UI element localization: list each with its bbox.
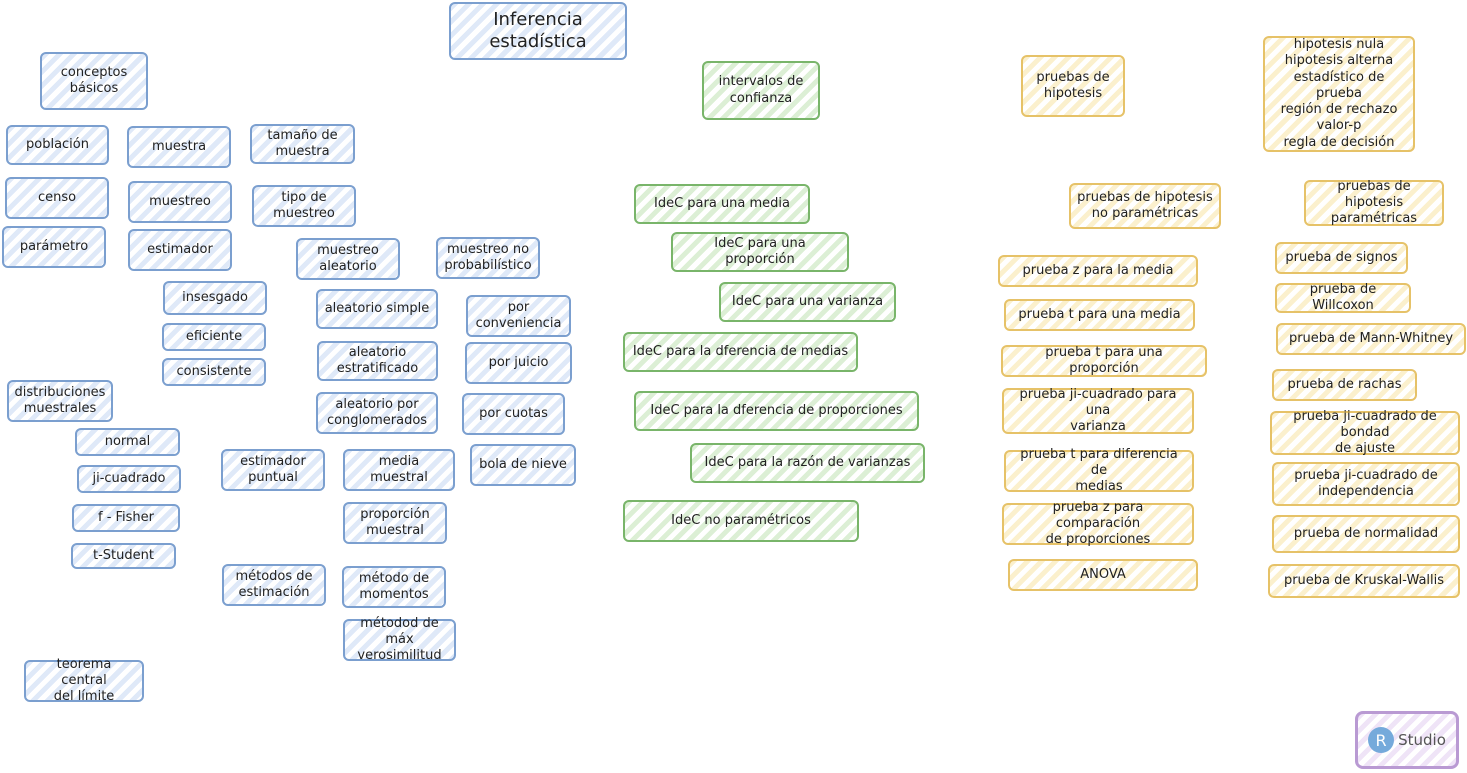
node-idec-varianza[interactable]: IdeC para una varianza <box>719 282 896 322</box>
node-prueba-kruskal-wallis[interactable]: prueba de Kruskal-Wallis <box>1268 564 1460 598</box>
node-metodo-momentos[interactable]: método de momentos <box>342 566 446 608</box>
node-prueba-ji-independencia[interactable]: prueba ji-cuadrado de independencia <box>1272 462 1460 506</box>
node-idec-diferencia-medias[interactable]: IdeC para la dferencia de medias <box>623 332 858 372</box>
page-title: Inferencia estadística <box>449 2 627 60</box>
node-tipo-muestreo[interactable]: tipo de muestreo <box>252 185 356 227</box>
node-intervalos-confianza[interactable]: intervalos de confianza <box>702 61 820 120</box>
node-prueba-t-media[interactable]: prueba t para una media <box>1004 299 1195 331</box>
node-idec-no-parametricos[interactable]: IdeC no paramétricos <box>623 500 859 542</box>
node-distribuciones-muestrales[interactable]: distribuciones muestrales <box>7 380 113 422</box>
node-prueba-ji-varianza[interactable]: prueba ji-cuadrado para una varianza <box>1002 387 1194 434</box>
node-eficiente[interactable]: eficiente <box>162 323 266 351</box>
node-insesgado[interactable]: insesgado <box>163 281 267 315</box>
node-tamano-muestra[interactable]: tamaño de muestra <box>250 124 355 164</box>
rstudio-logo: R Studio <box>1355 711 1459 769</box>
node-prueba-normalidad[interactable]: prueba de normalidad <box>1272 515 1460 553</box>
node-prueba-signos[interactable]: prueba de signos <box>1275 242 1408 274</box>
node-idec-razon-varianzas[interactable]: IdeC para la razón de varianzas <box>690 443 925 483</box>
node-bola-nieve[interactable]: bola de nieve <box>470 444 576 486</box>
node-teorema-central-limite[interactable]: teorema central del límite <box>24 657 144 704</box>
logo-text: Studio <box>1398 731 1446 749</box>
node-prueba-mann-whitney[interactable]: prueba de Mann-Whitney <box>1276 323 1466 355</box>
node-idec-media[interactable]: IdeC para una media <box>634 184 810 224</box>
node-por-cuotas[interactable]: por cuotas <box>462 393 565 435</box>
node-pruebas-hipotesis[interactable]: pruebas de hipotesis <box>1021 55 1125 117</box>
node-muestreo-no-probabilistico[interactable]: muestreo no probabilístico <box>436 237 540 279</box>
node-f-fisher[interactable]: f - Fisher <box>72 504 180 532</box>
node-proporcion-muestral[interactable]: proporción muestral <box>343 502 447 544</box>
node-consistente[interactable]: consistente <box>162 358 266 386</box>
node-normal[interactable]: normal <box>75 428 180 456</box>
node-parametro[interactable]: parámetro <box>2 226 106 268</box>
node-conceptos-basicos[interactable]: conceptos básicos <box>40 52 148 110</box>
node-censo[interactable]: censo <box>5 177 109 219</box>
node-pruebas-parametricas[interactable]: pruebas de hipotesis paramétricas <box>1304 179 1444 226</box>
node-poblacion[interactable]: población <box>6 125 109 165</box>
node-idec-diferencia-proporciones[interactable]: IdeC para la dferencia de proporciones <box>634 391 919 431</box>
node-prueba-z-media[interactable]: prueba z para la media <box>998 255 1198 287</box>
node-estimador-puntual[interactable]: estimador puntual <box>221 449 325 491</box>
node-muestreo[interactable]: muestreo <box>128 181 232 223</box>
node-muestreo-aleatorio[interactable]: muestreo aleatorio <box>296 238 400 280</box>
node-prueba-t-diferencia-medias[interactable]: prueba t para diferencia de medias <box>1004 447 1194 494</box>
node-por-conveniencia[interactable]: por conveniencia <box>466 295 571 337</box>
node-por-juicio[interactable]: por juicio <box>465 342 572 384</box>
node-prueba-ji-bondad-ajuste[interactable]: prueba ji-cuadrado de bondad de ajuste <box>1270 409 1460 456</box>
node-pruebas-no-parametricas[interactable]: pruebas de hipotesis no paramétricas <box>1069 183 1221 229</box>
node-aleatorio-simple[interactable]: aleatorio simple <box>316 289 438 329</box>
node-t-student[interactable]: t-Student <box>71 543 176 569</box>
node-aleatorio-conglomerados[interactable]: aleatorio por conglomerados <box>316 392 438 434</box>
node-media-muestral[interactable]: media muestral <box>343 449 455 491</box>
node-ji-cuadrado[interactable]: ji-cuadrado <box>77 465 181 493</box>
node-anova[interactable]: ANOVA <box>1008 559 1198 591</box>
node-prueba-wilcoxon[interactable]: prueba de Willcoxon <box>1275 282 1411 313</box>
node-metodos-estimacion[interactable]: métodos de estimación <box>222 564 326 606</box>
node-idec-proporcion[interactable]: IdeC para una proporción <box>671 232 849 272</box>
node-muestra[interactable]: muestra <box>127 126 231 168</box>
node-prueba-rachas[interactable]: prueba de rachas <box>1272 369 1417 401</box>
node-conceptos-hipotesis[interactable]: hipotesis nula hipotesis alterna estadís… <box>1263 36 1415 152</box>
node-metodo-max-verosimilitud[interactable]: métodod de máx verosimilitud <box>343 616 456 663</box>
node-prueba-z-comparacion-proporciones[interactable]: prueba z para comparación de proporcione… <box>1002 500 1194 547</box>
node-aleatorio-estratificado[interactable]: aleatorio estratificado <box>317 341 438 381</box>
node-estimador[interactable]: estimador <box>128 229 232 271</box>
node-prueba-t-proporcion[interactable]: prueba t para una proporción <box>1001 345 1207 377</box>
r-logo-icon: R <box>1368 727 1395 753</box>
